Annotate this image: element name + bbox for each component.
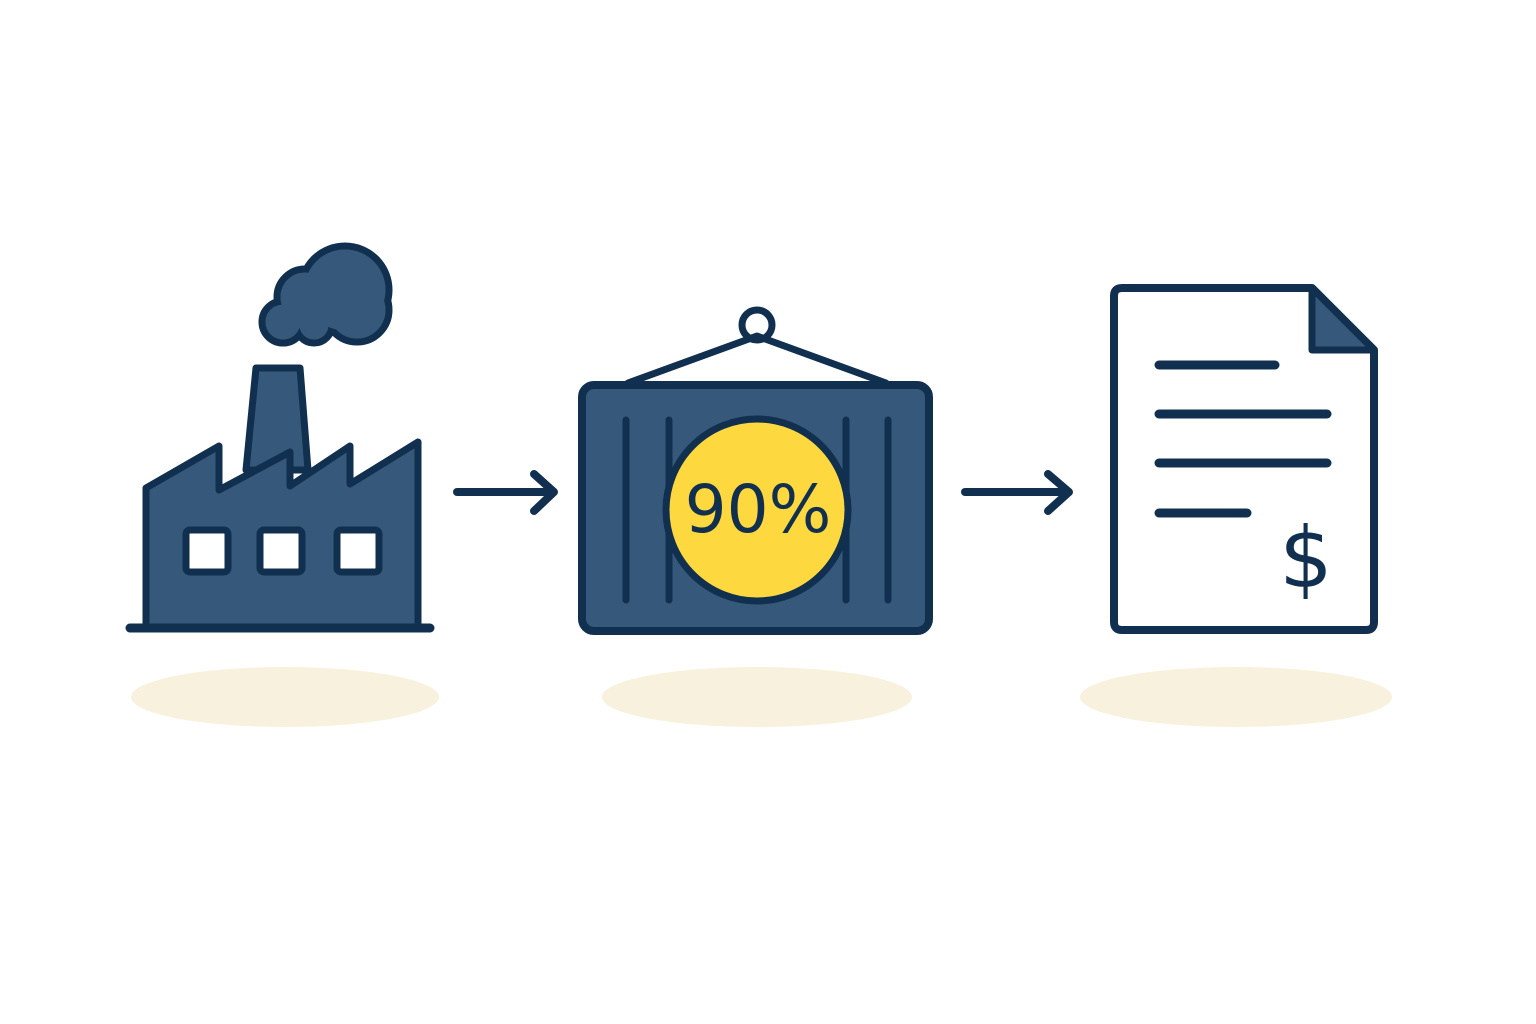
percentage-badge [662,415,852,605]
document-folded-corner [1308,284,1378,354]
arrow-right-icon [961,470,1073,515]
hanging-ring [738,306,776,344]
factory-chimney [242,364,312,474]
arrow-right-icon [453,470,558,515]
invoice-shadow [1080,667,1392,727]
factory-window [333,526,383,576]
invoice-document-icon [1110,284,1378,634]
dollar-sign-icon: $ [1279,509,1332,607]
factory-shadow [131,667,439,727]
factory-window [256,526,306,576]
factory-window [182,526,232,576]
hanging-rope [624,332,890,387]
container-shadow [602,667,912,727]
shipping-container-icon [578,306,933,635]
factory-icon [125,242,435,633]
percentage-badge-label: 90% [685,471,832,548]
